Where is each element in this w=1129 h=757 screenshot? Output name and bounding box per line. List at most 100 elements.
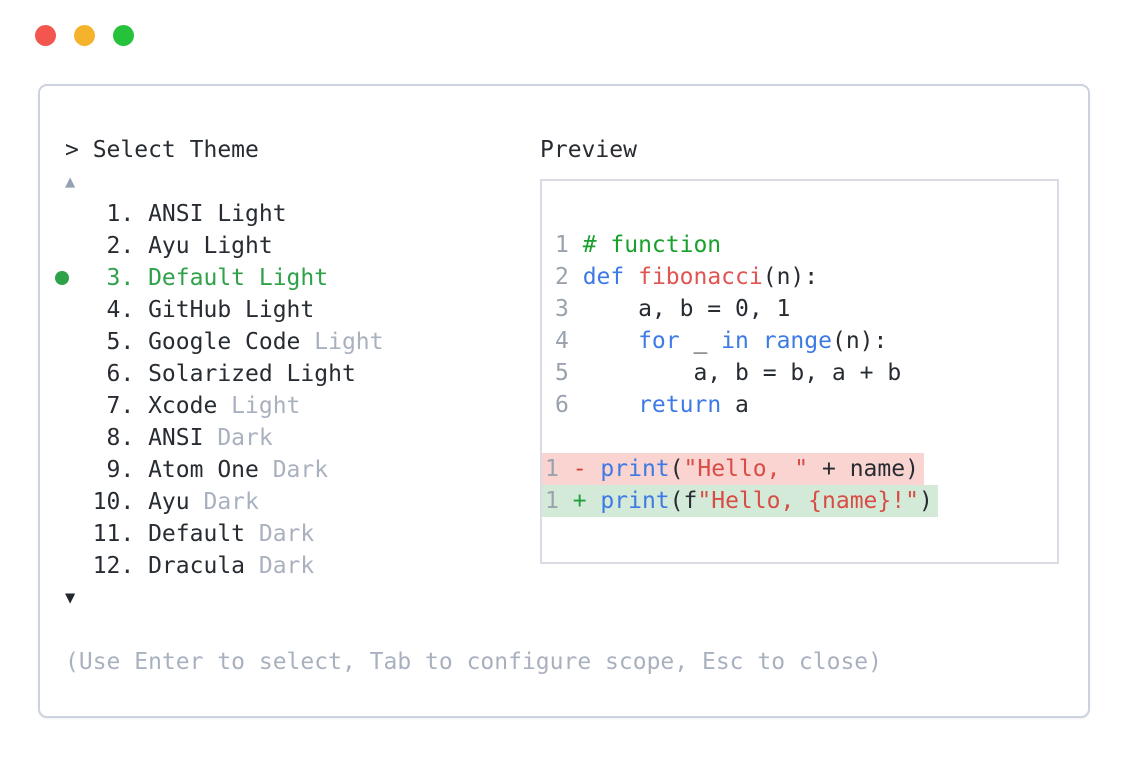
code-token	[624, 264, 638, 290]
theme-item-number: 12	[92, 553, 121, 579]
code-token: a, b = b, a + b	[582, 360, 902, 386]
theme-item-label: Ayu	[148, 489, 204, 515]
theme-item-label: Ayu Light	[148, 233, 273, 259]
code-token: print	[600, 488, 670, 514]
theme-item-number: 3	[106, 265, 121, 291]
diff-line: 1 + print(f"Hello, {name}!")	[542, 485, 1057, 517]
code-token: (n):	[831, 328, 888, 354]
theme-item-label: Google Code	[148, 329, 315, 355]
theme-item-label: Light	[314, 329, 384, 355]
theme-item[interactable]: 4. GitHub Light	[65, 294, 905, 326]
diff-line-removed: 1 - print("Hello, " + name)	[542, 453, 924, 485]
theme-item[interactable]: 6. Solarized Light	[65, 358, 905, 390]
code-token: def	[582, 264, 625, 290]
code-token: a	[721, 392, 749, 418]
diff-line-added: 1 + print(f"Hello, {name}!")	[542, 485, 938, 517]
theme-item-label: Dark	[258, 521, 315, 547]
code-token	[583, 392, 638, 418]
theme-item-label: Xcode	[148, 393, 232, 419]
theme-item-label: Dark	[203, 489, 259, 515]
line-number: 2	[555, 264, 569, 290]
theme-item-label: Atom One	[148, 457, 273, 483]
diff-listing: 1 - print("Hello, " + name)1 + print(f"H…	[542, 453, 1057, 517]
theme-item-number: 5	[106, 329, 121, 355]
code-line: 2 def fibonacci(n):	[555, 261, 1057, 293]
code-token: + name)	[808, 456, 919, 482]
code-line: 6 return a	[555, 389, 1057, 421]
theme-item-label: GitHub Light	[148, 297, 315, 323]
theme-item[interactable]: 8. ANSI Dark	[65, 422, 905, 454]
window-controls	[35, 25, 134, 46]
theme-item[interactable]: 7. Xcode Light	[65, 390, 905, 422]
code-token: fibonacci	[638, 264, 763, 290]
code-token: "Hello, {name}!"	[697, 488, 919, 514]
scroll-down-icon[interactable]: ▼	[65, 588, 76, 608]
theme-item[interactable]: 12. Dracula Dark	[65, 550, 905, 582]
code-line: 4 for _ in range(n):	[555, 325, 1057, 357]
spacer-line	[65, 614, 905, 646]
line-number: 5	[555, 360, 569, 386]
theme-item-label: Default	[148, 521, 259, 547]
theme-item[interactable]: 10. Ayu Dark	[65, 486, 905, 518]
code-token: )	[918, 488, 933, 514]
theme-item-label: Default Light	[148, 265, 329, 291]
theme-item-label: Solarized Light	[148, 361, 356, 387]
theme-item-number: 6	[106, 361, 121, 387]
code-line: 5 a, b = b, a + b	[555, 357, 1057, 389]
theme-item[interactable]: 5. Google Code Light	[65, 326, 905, 358]
code-token: return	[638, 392, 722, 418]
theme-item-number: 2	[106, 233, 121, 259]
code-token: (n):	[762, 264, 819, 290]
diff-sign: +	[572, 488, 587, 514]
selected-bullet-icon	[55, 271, 69, 285]
select-theme-prompt: > Select Theme	[65, 137, 259, 163]
code-token: range	[762, 328, 832, 354]
theme-item[interactable]: 1. ANSI Light	[65, 198, 905, 230]
theme-item-number: 11	[92, 521, 121, 547]
diff-sign: -	[572, 456, 587, 482]
theme-item-number: 7	[106, 393, 121, 419]
code-token: in	[721, 328, 749, 354]
theme-item-number: 9	[106, 457, 121, 483]
theme-item-label: ANSI	[148, 425, 218, 451]
theme-item-label: Dracula	[148, 553, 259, 579]
maximize-button-icon[interactable]	[113, 25, 134, 46]
line-number: 1	[545, 488, 559, 514]
code-line: 1 # function	[555, 229, 1057, 261]
code-token: (	[669, 456, 684, 482]
code-token	[583, 328, 638, 354]
theme-item-number: 10	[92, 489, 121, 515]
theme-item-number: 1	[106, 201, 121, 227]
theme-item[interactable]: 11. Default Dark	[65, 518, 905, 550]
theme-item-label: Dark	[217, 425, 273, 451]
theme-item-label: Dark	[258, 553, 315, 579]
code-token: # function	[582, 232, 722, 258]
theme-item-number: 4	[106, 297, 121, 323]
scroll-up-icon[interactable]: ▲	[65, 172, 76, 192]
theme-item-number: 8	[106, 425, 121, 451]
line-number: 6	[555, 392, 569, 418]
code-token: (f	[669, 488, 698, 514]
code-token: "Hello, "	[683, 456, 809, 482]
code-token: _	[679, 328, 722, 354]
theme-item-label: ANSI Light	[148, 201, 287, 227]
diff-line: 1 - print("Hello, " + name)	[542, 453, 1057, 485]
close-button-icon[interactable]	[35, 25, 56, 46]
help-text: (Use Enter to select, Tab to configure s…	[65, 649, 882, 675]
theme-item[interactable]: 9. Atom One Dark	[65, 454, 905, 486]
theme-item[interactable]: 2. Ayu Light	[65, 230, 905, 262]
code-token: a, b = 0, 1	[582, 296, 791, 322]
preview-title: Preview	[540, 137, 637, 163]
theme-item[interactable]: 3. Default Light	[55, 262, 905, 294]
theme-item-label: Dark	[272, 457, 329, 483]
minimize-button-icon[interactable]	[74, 25, 95, 46]
code-token	[749, 328, 763, 354]
line-number: 1	[555, 232, 569, 258]
code-token: print	[600, 456, 670, 482]
